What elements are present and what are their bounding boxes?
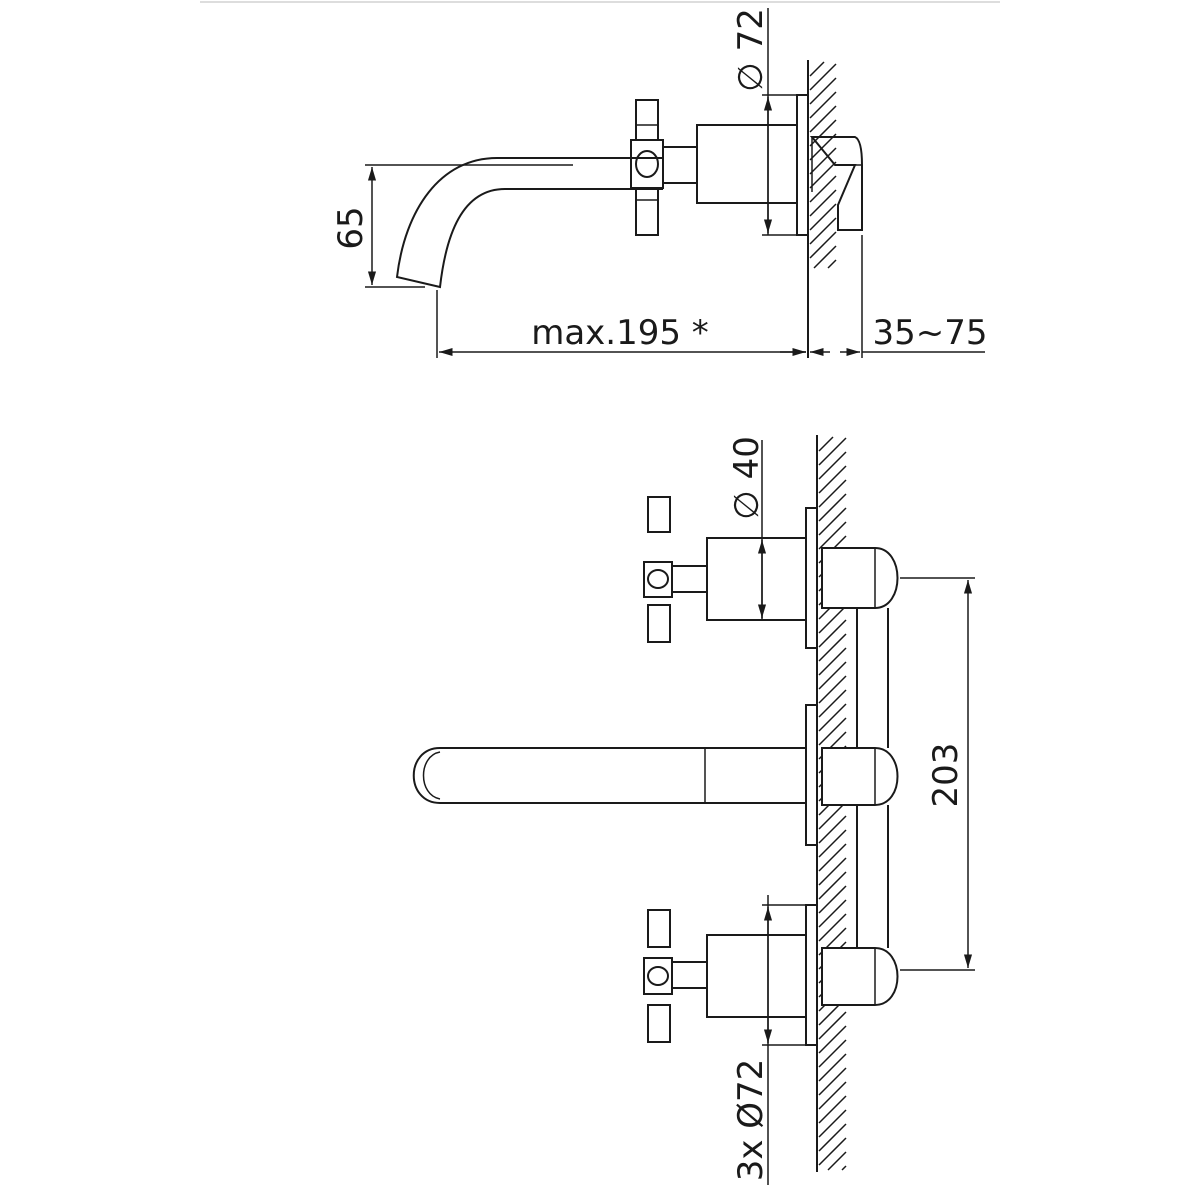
hatch-line [818, 479, 847, 508]
hatch-line [818, 675, 847, 704]
hatch-line [818, 1123, 847, 1152]
hatch-line [809, 119, 837, 147]
hatch-line [818, 451, 847, 480]
hatch-line [813, 245, 837, 269]
hatch-line [818, 899, 847, 928]
hatch-line [818, 1095, 847, 1124]
hatch-line [818, 619, 847, 648]
hatch-line [818, 1025, 847, 1054]
dim-phi40-label: ∅ 40 [727, 436, 767, 520]
dim-65-label: 65 [331, 206, 371, 249]
hatch-line [818, 633, 847, 662]
hatch-line [809, 77, 837, 105]
plan-view: ∅ 40 203 3x Ø72 [412, 435, 975, 1185]
lower-valve [643, 904, 818, 1046]
upper-valve [643, 496, 818, 649]
hatch-line [809, 175, 837, 203]
hatch-line [809, 147, 837, 175]
hatch-line [818, 815, 847, 844]
dim-195-label: max.195 * [531, 313, 709, 353]
hatch-line [818, 1081, 847, 1110]
hatch-line [818, 1067, 847, 1096]
dim-203-label: 203 [926, 743, 966, 808]
hatch-line [809, 161, 837, 189]
hatch-line [818, 507, 847, 536]
hatch-line [818, 717, 847, 746]
hatch-line [809, 91, 837, 119]
hatch-line [809, 217, 837, 245]
hatch-line [818, 857, 847, 886]
spout-profile [395, 157, 663, 289]
hatch-line [841, 1165, 847, 1171]
hatch-line [809, 61, 825, 77]
spout [412, 704, 818, 846]
wall-plate [796, 94, 809, 236]
hatch-line [818, 1039, 847, 1068]
hatch-line [818, 647, 847, 676]
hatch-line [809, 189, 837, 217]
hatch-line [818, 1109, 847, 1138]
hatch-line [818, 605, 847, 634]
hatch-line [818, 521, 847, 550]
dim-35-75-label: 35~75 [872, 313, 987, 353]
hatch-line [818, 703, 847, 732]
hatch-line [818, 843, 847, 872]
hatch-line [809, 105, 837, 133]
hatch-line [809, 133, 837, 161]
hatch-line [818, 1137, 847, 1166]
hatch-line [818, 661, 847, 690]
hatch-line [818, 465, 847, 494]
hatch-line [818, 871, 847, 900]
valve-body [696, 124, 798, 204]
concealed-manifold [821, 547, 899, 1006]
hatch-line [818, 829, 847, 858]
wall-hatching [809, 61, 837, 269]
hatch-line [818, 437, 847, 466]
hatch-line [818, 885, 847, 914]
hatch-line [818, 1053, 847, 1082]
hatch-line [827, 1151, 847, 1171]
hatch-line [818, 1011, 847, 1040]
hatch-line [818, 689, 847, 718]
side-view: 65 ∅ 72 max.195 * 35~75 [331, 8, 988, 358]
cross-handle [630, 99, 664, 236]
hatch-line [818, 801, 847, 830]
hatch-line [809, 203, 837, 231]
hatch-line [809, 63, 837, 91]
hatch-line [827, 259, 837, 269]
hatch-line [818, 436, 834, 452]
hatch-line [818, 493, 847, 522]
hatch-line [818, 913, 847, 942]
dim-phi72-label: ∅ 72 [731, 8, 771, 92]
dim-3x-phi72-label: 3x Ø72 [731, 1059, 771, 1182]
concealed-body [809, 136, 863, 231]
hatch-line [809, 231, 837, 259]
valve-stem [662, 146, 698, 184]
